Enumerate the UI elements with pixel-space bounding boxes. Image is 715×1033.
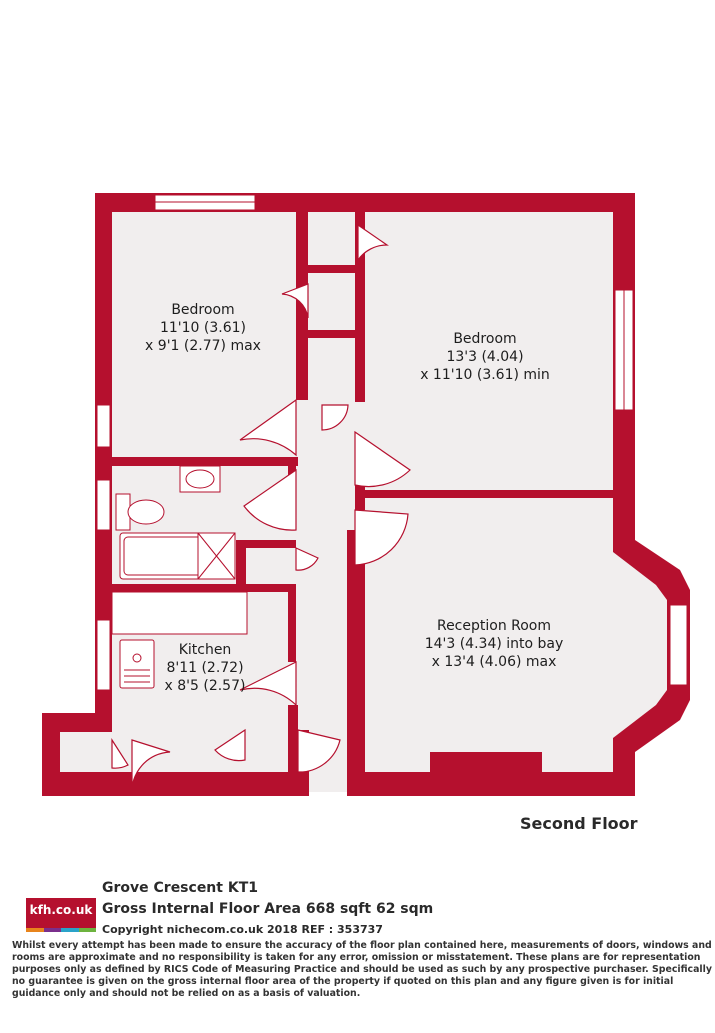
logo-stripe-blue	[61, 928, 79, 932]
sink	[119, 639, 155, 689]
logo-stripe-orange	[26, 928, 44, 932]
wall-left-partition	[95, 457, 298, 466]
room-size2-reception: x 13'4 (4.06) max	[432, 654, 557, 670]
door-store	[295, 547, 319, 571]
room-size1-bedroom-right: 13'3 (4.04)	[446, 349, 523, 365]
room-labels: Bedroom 11'10 (3.61) x 9'1 (2.77) max Be…	[145, 302, 563, 694]
wall-corridor-left	[296, 212, 308, 400]
door-corner-cupboard	[111, 737, 129, 769]
logo-stripes	[26, 928, 96, 932]
wall-left-upper	[95, 193, 112, 713]
gross-internal-area: Gross Internal Floor Area 668 sqft 62 sq…	[102, 901, 434, 917]
window-left-kitchen	[96, 619, 111, 691]
wall-bay	[613, 540, 690, 752]
door-cupboard-mid	[281, 283, 309, 319]
wall-cupboard-top	[308, 265, 355, 273]
wall-bottom	[347, 772, 635, 796]
door-cupboard-top	[357, 223, 389, 262]
window-bay-front	[669, 604, 688, 686]
room-name-bedroom-right: Bedroom	[453, 331, 516, 347]
window-left-bath	[96, 479, 111, 531]
door-cupboard-low	[321, 404, 349, 431]
room-name-kitchen: Kitchen	[179, 642, 232, 658]
wall-cupboard-mid	[308, 330, 355, 338]
room-size1-kitchen: 8'11 (2.72)	[166, 660, 243, 676]
door-bedroom-left	[239, 398, 297, 457]
door-kitchen-cupboard	[214, 728, 246, 762]
walls	[42, 193, 690, 796]
worktop	[111, 591, 248, 635]
wall-bottom-block	[430, 752, 542, 772]
room-size1-reception: 14'3 (4.34) into bay	[425, 636, 564, 652]
wall-corridor-right	[355, 212, 365, 402]
floor-bedroom-right	[365, 212, 613, 490]
logo-stripe-green	[78, 928, 96, 932]
room-name-reception: Reception Room	[437, 618, 551, 634]
door-bathroom	[243, 468, 297, 531]
wall-store-top	[236, 540, 296, 548]
wall-corner-top	[42, 713, 112, 732]
copyright-text: Copyright nichecom.co.uk 2018 REF : 3537…	[102, 923, 383, 936]
fixtures	[111, 465, 248, 689]
property-address: Grove Crescent KT1	[102, 880, 258, 896]
floor-label: Second Floor	[520, 814, 638, 833]
floor-reception	[365, 498, 668, 772]
kfh-logo: kfh.co.uk	[26, 898, 96, 932]
logo-text: kfh.co.uk	[29, 903, 93, 917]
room-size1-bedroom-left: 11'10 (3.61)	[160, 320, 246, 336]
disclaimer-text: Whilst every attempt has been made to en…	[12, 940, 712, 999]
door-front	[131, 739, 171, 796]
doors	[111, 223, 411, 796]
room-size2-kitchen: x 8'5 (2.57)	[165, 678, 246, 694]
window-left-bedroom	[96, 404, 111, 448]
windows	[96, 194, 688, 691]
room-size2-bedroom-left: x 9'1 (2.77) max	[145, 338, 261, 354]
door-bedroom-right	[354, 430, 411, 488]
wall-corner-left	[42, 713, 60, 796]
door-reception	[354, 509, 409, 566]
floor-plan: Bedroom 11'10 (3.61) x 9'1 (2.77) max Be…	[42, 193, 690, 796]
toilet-bowl	[127, 499, 165, 525]
door-entrance	[297, 729, 341, 773]
wall-bottom-left	[42, 772, 297, 796]
wall-mid-partition	[365, 490, 613, 498]
logo-stripe-purple	[43, 928, 61, 932]
room-name-bedroom-left: Bedroom	[171, 302, 234, 318]
wall-kitchen-right	[288, 592, 296, 662]
wall-store-left	[236, 540, 246, 584]
wall-kitchen-right-low	[288, 705, 298, 796]
wall-bath-bottom	[95, 584, 296, 592]
door-kitchen	[239, 661, 297, 707]
wall-hall-right-low2	[347, 530, 365, 796]
wall-hall-right-lower	[355, 480, 365, 510]
room-size2-bedroom-right: x 11'10 (3.61) min	[420, 367, 550, 383]
